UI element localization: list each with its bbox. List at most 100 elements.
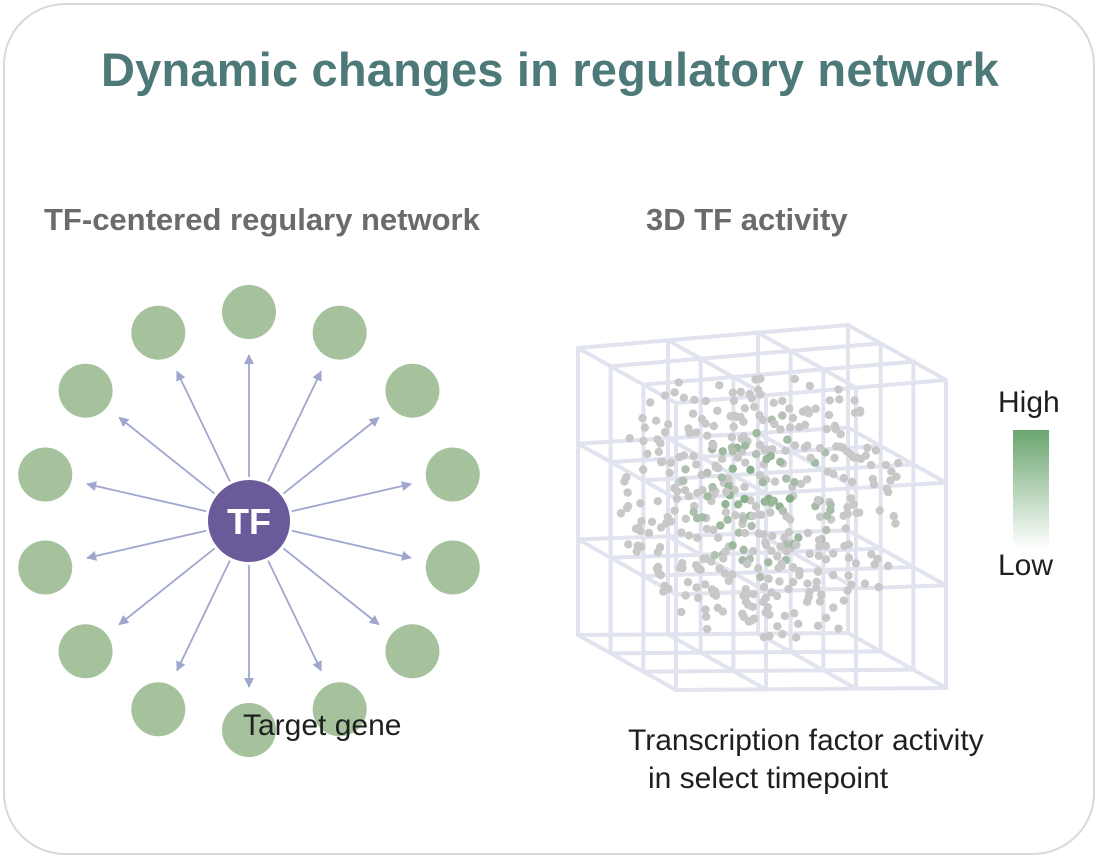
cell-point bbox=[813, 567, 823, 576]
cube-grid-line bbox=[846, 323, 948, 382]
cell-point bbox=[803, 528, 813, 538]
cell-point bbox=[844, 571, 853, 580]
cell-point bbox=[886, 476, 895, 485]
target-gene-node bbox=[131, 305, 186, 360]
cell-point bbox=[677, 528, 686, 537]
cell-point bbox=[770, 477, 780, 486]
cell-point bbox=[703, 431, 712, 440]
cell-point bbox=[776, 542, 785, 551]
cell-point bbox=[759, 582, 769, 592]
target-gene-node bbox=[425, 540, 480, 595]
cell-point bbox=[804, 409, 813, 418]
cell-point bbox=[721, 487, 731, 497]
cell-point bbox=[852, 508, 861, 518]
cell-point bbox=[796, 479, 806, 489]
regulation-arrow bbox=[176, 560, 231, 672]
regulation-arrow bbox=[86, 529, 207, 561]
cell-point bbox=[681, 591, 690, 600]
regulation-arrow bbox=[86, 481, 207, 513]
cell-point bbox=[701, 605, 710, 614]
cell-point bbox=[672, 494, 682, 503]
cell-point bbox=[850, 396, 859, 405]
cell-point bbox=[803, 579, 812, 588]
cell-point bbox=[751, 450, 761, 459]
cell-point bbox=[875, 506, 884, 515]
target-gene-node bbox=[312, 682, 367, 737]
cell-point bbox=[758, 415, 768, 425]
cube-grid-line bbox=[756, 631, 858, 691]
cell-point bbox=[713, 406, 722, 415]
cell-point bbox=[847, 580, 856, 589]
cell-point bbox=[847, 477, 857, 487]
cell-point bbox=[834, 624, 843, 633]
cell-point bbox=[860, 579, 870, 588]
target-gene-node bbox=[425, 447, 480, 502]
cell-point bbox=[616, 509, 626, 518]
cell-point bbox=[747, 521, 756, 531]
cell-point bbox=[702, 624, 712, 634]
cell-point bbox=[766, 508, 775, 517]
cell-point bbox=[811, 404, 820, 413]
cell-point bbox=[821, 541, 831, 551]
cell-point bbox=[871, 446, 881, 455]
cell-point bbox=[742, 590, 752, 599]
cell-point bbox=[731, 511, 740, 520]
cube-grid-line bbox=[576, 323, 850, 350]
cell-point bbox=[643, 449, 652, 459]
cell-point bbox=[728, 464, 737, 473]
cell-point bbox=[728, 570, 737, 579]
cell-point bbox=[709, 441, 718, 450]
cell-point bbox=[670, 388, 679, 397]
cell-point bbox=[783, 435, 792, 444]
cell-point bbox=[841, 524, 850, 533]
page-title: Dynamic changes in regulatory network bbox=[100, 43, 1000, 96]
cell-point bbox=[636, 499, 645, 508]
cell-point bbox=[754, 529, 763, 538]
cell-point bbox=[653, 435, 662, 444]
cell-point bbox=[655, 543, 665, 552]
cell-point bbox=[844, 540, 854, 549]
cell-point bbox=[673, 487, 682, 496]
cell-point bbox=[691, 428, 701, 437]
cell-point bbox=[745, 389, 754, 399]
cell-point bbox=[803, 441, 812, 450]
cell-point bbox=[760, 497, 769, 506]
cell-point bbox=[778, 506, 788, 516]
cell-point bbox=[781, 446, 790, 455]
cell-point bbox=[663, 512, 672, 522]
cell-point bbox=[813, 621, 823, 630]
regulatory-network: TF bbox=[18, 285, 480, 757]
cell-point bbox=[806, 453, 815, 462]
cell-point bbox=[717, 454, 727, 464]
regulation-arrow bbox=[118, 416, 216, 495]
cell-point bbox=[867, 550, 876, 559]
cube-grid-line bbox=[756, 531, 858, 591]
cell-point bbox=[699, 554, 708, 563]
cell-point bbox=[734, 528, 744, 537]
cell-point bbox=[728, 447, 738, 456]
cell-point bbox=[815, 542, 824, 551]
cell-point bbox=[869, 480, 879, 489]
cell-point bbox=[703, 492, 712, 501]
cube-grid-line bbox=[576, 528, 850, 542]
cell-point bbox=[693, 514, 702, 523]
cell-point bbox=[767, 546, 776, 555]
cell-point bbox=[679, 476, 688, 486]
cell-point bbox=[711, 591, 721, 600]
cell-point bbox=[741, 458, 750, 467]
cell-point bbox=[638, 465, 648, 474]
regulation-arrow bbox=[118, 547, 216, 626]
cell-point bbox=[839, 473, 849, 483]
cell-point bbox=[881, 460, 891, 470]
cell-point bbox=[716, 521, 725, 530]
cell-point bbox=[853, 453, 862, 462]
cell-point bbox=[794, 619, 803, 629]
cube-grid-line bbox=[846, 425, 948, 485]
target-gene-node bbox=[385, 363, 440, 418]
cell-point bbox=[873, 554, 882, 564]
cell-point bbox=[802, 597, 812, 606]
cell-point bbox=[770, 419, 779, 429]
cell-point bbox=[761, 593, 771, 603]
cell-point bbox=[677, 607, 686, 617]
cube-grid-line bbox=[641, 359, 916, 387]
